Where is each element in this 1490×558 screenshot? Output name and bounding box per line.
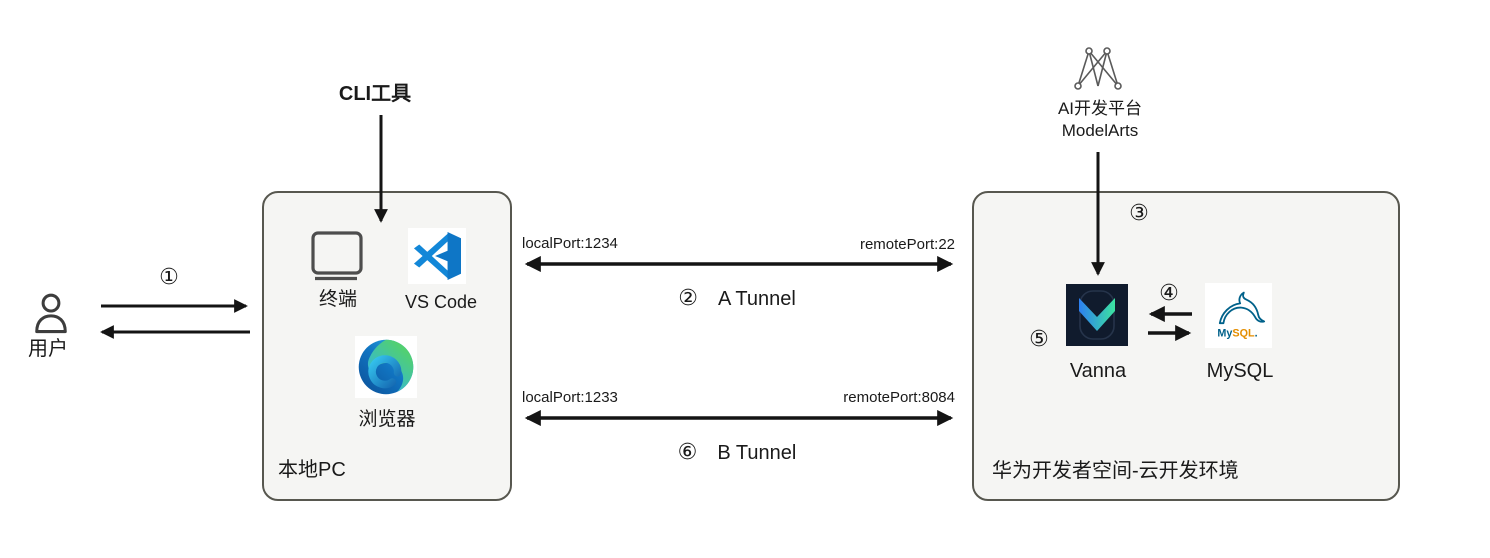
tunnel-a-remote-port: remotePort:22 — [859, 236, 955, 253]
modelarts-label-line1: AI开发平台 — [1057, 99, 1143, 118]
cli-tool-label: CLI工具 — [338, 83, 412, 105]
vanna-icon — [1066, 284, 1128, 346]
tunnel-a-caption: ② A Tunnel — [678, 285, 796, 311]
modelarts-network-icon — [1066, 44, 1130, 94]
step2-badge: ② — [678, 285, 698, 310]
mysql-wordmark-my: My — [1217, 327, 1232, 339]
tunnel-b-local-port: localPort:1233 — [522, 389, 618, 406]
svg-text:MySQL.: MySQL. — [1217, 327, 1257, 339]
tunnel-b-name: B Tunnel — [717, 442, 797, 464]
vscode-icon — [408, 228, 466, 284]
mysql-wordmark-sql: SQL — [1232, 327, 1255, 339]
step5-badge: ⑤ — [1029, 326, 1049, 351]
mysql-dolphin-icon: MySQL. — [1205, 283, 1272, 348]
vscode-label: VS Code — [404, 292, 478, 312]
modelarts-label-line2: ModelArts — [1061, 121, 1139, 140]
terminal-label: 终端 — [318, 289, 358, 310]
vanna-label: Vanna — [1069, 360, 1127, 382]
tunnel-a-local-port: localPort:1234 — [522, 235, 618, 252]
step1-badge: ① — [159, 264, 179, 289]
cloud-env-title: 华为开发者空间-云开发环境 — [992, 460, 1239, 482]
local-pc-title: 本地PC — [278, 459, 346, 481]
tunnel-b-remote-port: remotePort:8084 — [843, 389, 955, 406]
tunnel-a-name: A Tunnel — [717, 288, 796, 310]
step6-badge: ⑥ — [677, 439, 698, 464]
step3-badge: ③ — [1129, 200, 1149, 225]
step4-badge: ④ — [1159, 280, 1179, 305]
terminal-monitor-icon — [311, 231, 363, 281]
mysql-label: MySQL — [1206, 360, 1274, 382]
user-icon — [32, 292, 70, 336]
cloud-env-box — [972, 191, 1400, 501]
edge-browser-icon — [355, 336, 417, 398]
mysql-wordmark-dot: . — [1254, 327, 1257, 339]
tunnel-b-caption: ⑥ B Tunnel — [678, 439, 797, 465]
browser-label: 浏览器 — [358, 409, 416, 430]
user-label: 用户 — [28, 338, 68, 360]
